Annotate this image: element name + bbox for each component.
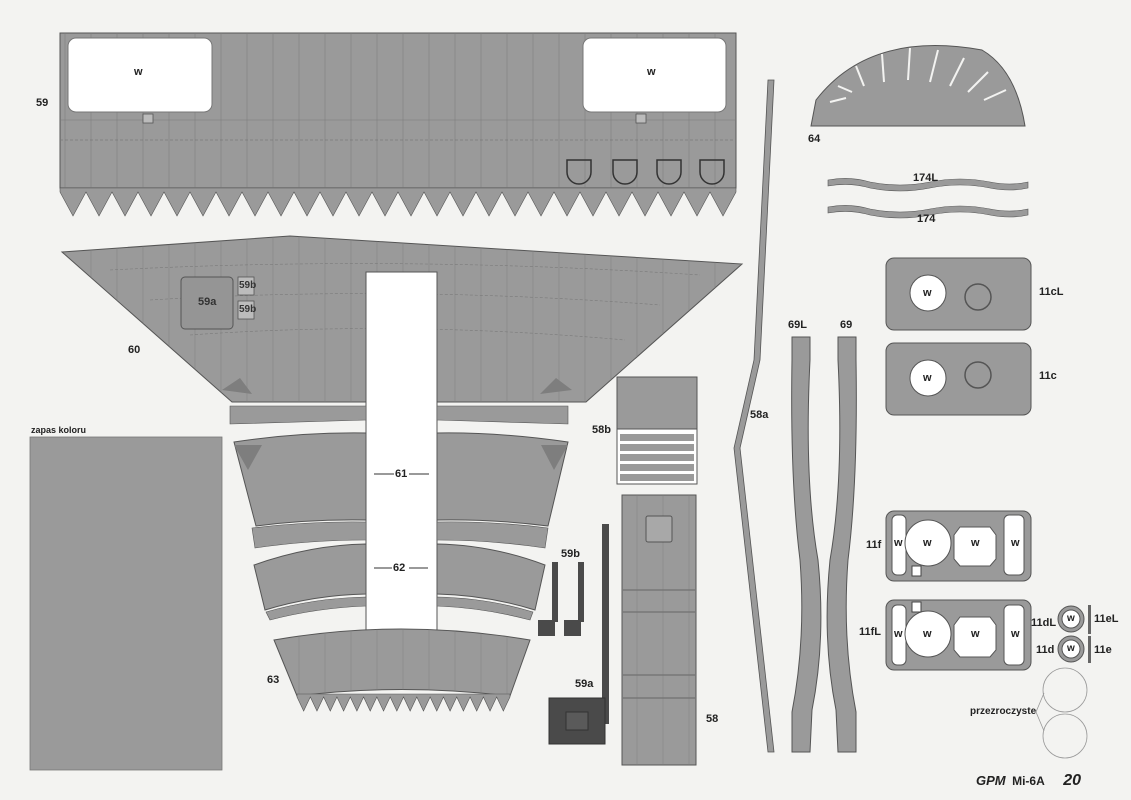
footer: GPM Mi-6A 20 [976, 772, 1081, 790]
part-11dL [1057, 605, 1085, 633]
part-58 [621, 494, 697, 766]
part-58a [733, 79, 775, 753]
label-11c: 11c [1039, 370, 1057, 382]
part-59a [548, 524, 609, 745]
part-60 [60, 235, 744, 649]
part-11e [1088, 636, 1091, 663]
label-11d: 11d [1036, 644, 1055, 656]
label-59b: 59b [561, 548, 580, 560]
label-60: 60 [128, 344, 141, 356]
footer-model: Mi-6A [1012, 774, 1045, 788]
glue-mark: w [894, 537, 903, 549]
transparent-parts [1035, 667, 1088, 759]
glue-mark: w [923, 628, 932, 640]
glue-mark: w [971, 537, 980, 549]
label-59b-tab-1: 59b [239, 280, 257, 291]
label-58a: 58a [750, 409, 769, 421]
label-58: 58 [706, 713, 719, 725]
label-59a: 59a [575, 678, 594, 690]
vents [566, 159, 725, 185]
glue-mark: w [1067, 643, 1075, 654]
glue-mark: w [1067, 613, 1075, 624]
glue-mark: w [923, 287, 932, 299]
part-58b [616, 376, 698, 485]
part-11fL [885, 599, 1032, 671]
part-69 [826, 336, 857, 753]
part-59b [538, 562, 584, 636]
glue-tabs-59 [59, 187, 737, 217]
part-11cL [885, 257, 1032, 331]
label-59b-tab-2: 59b [239, 304, 257, 315]
part-69L [791, 336, 822, 753]
label-174: 174 [917, 213, 936, 225]
hatch-59a [180, 276, 234, 330]
label-59a-hatch: 59a [198, 296, 217, 308]
label-174L: 174L [913, 172, 939, 184]
part-61 [229, 405, 569, 527]
part-59 [59, 32, 737, 217]
glue-mark: w [134, 66, 143, 78]
glue-mark: w [1011, 628, 1020, 640]
window-left [67, 37, 213, 113]
part-11c [885, 342, 1032, 416]
label-69: 69 [840, 319, 853, 331]
part-64 [810, 45, 1026, 127]
part-63 [273, 628, 531, 712]
glue-mark: w [971, 628, 980, 640]
spare-color-swatch [29, 436, 223, 771]
label-11dL: 11dL [1031, 617, 1057, 629]
part-174 [827, 205, 1029, 219]
glue-mark: w [894, 628, 903, 640]
label-59: 59 [36, 97, 49, 109]
label-11eL: 11eL [1094, 613, 1119, 625]
label-spare-color: zapas koloru [31, 425, 87, 435]
glue-mark: w [923, 372, 932, 384]
glue-mark: w [647, 66, 656, 78]
part-174L [827, 178, 1029, 192]
footer-brand: GPM [976, 773, 1006, 788]
label-11f: 11f [866, 539, 882, 551]
glue-tabs-63 [296, 693, 511, 712]
page-number: 20 [1063, 772, 1081, 789]
glue-mark: w [923, 537, 932, 549]
glue-mark: w [1011, 537, 1020, 549]
label-11fL: 11fL [859, 626, 882, 638]
part-62 [251, 521, 549, 621]
part-11eL [1088, 605, 1091, 634]
part-11f [885, 510, 1032, 582]
label-11cL: 11cL [1039, 286, 1064, 298]
label-64: 64 [808, 133, 821, 145]
label-63: 63 [267, 674, 280, 686]
label-11e: 11e [1094, 644, 1112, 656]
label-62: 62 [393, 562, 406, 574]
label-69L: 69L [788, 319, 807, 331]
window-right [582, 37, 727, 113]
part-11d [1057, 635, 1085, 663]
label-transparent: przezroczyste [970, 706, 1037, 717]
label-58b: 58b [592, 424, 611, 436]
label-61: 61 [395, 468, 408, 480]
